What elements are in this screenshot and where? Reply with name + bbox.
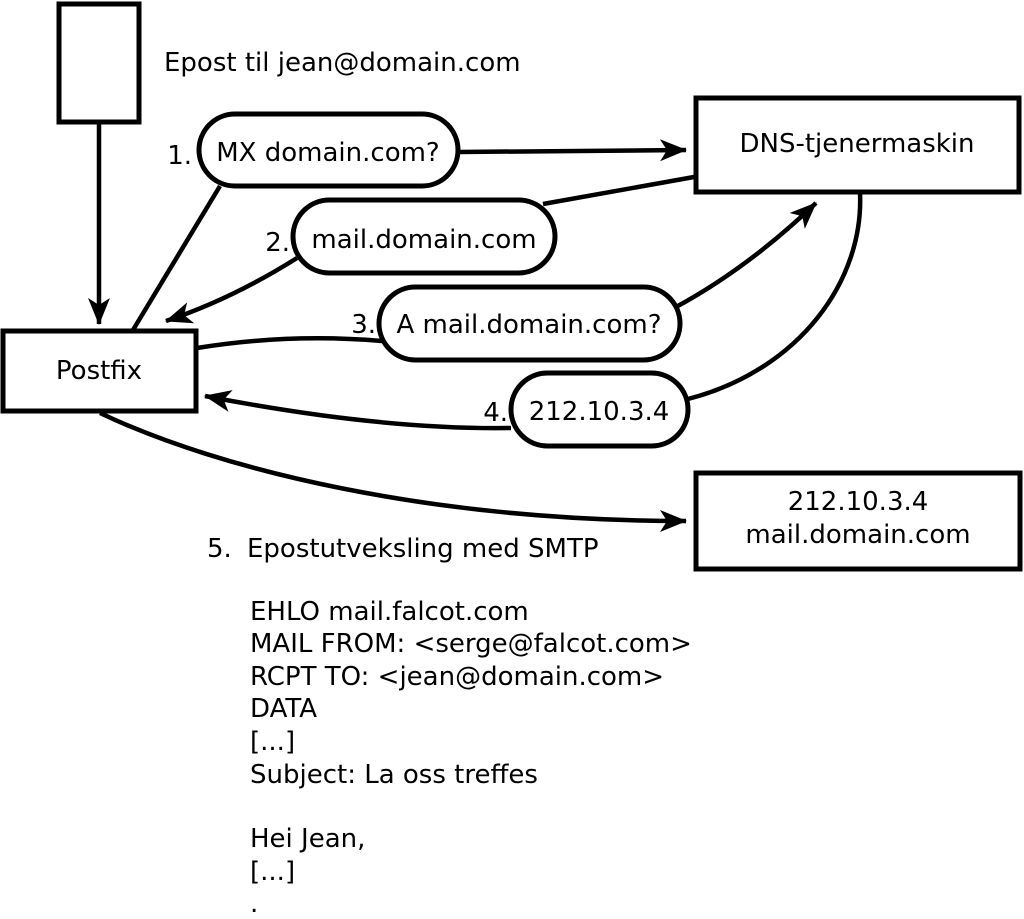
- step-number-3: 3.: [351, 310, 376, 340]
- smtp-line: [...]: [250, 727, 295, 757]
- smtp-session: EHLO mail.falcot.com MAIL FROM: <serge@f…: [250, 597, 692, 919]
- line-postfix-to-a-query: [196, 335, 383, 351]
- smtp-line: .: [250, 889, 258, 919]
- smtp-line: MAIL FROM: <serge@falcot.com>: [250, 629, 692, 659]
- step-label-3: A mail.domain.com?: [397, 310, 662, 340]
- dns-server-box: [693, 95, 1022, 195]
- arrow-a-query-to-dns: [674, 201, 818, 309]
- step-label-4: 212.10.3.4: [529, 397, 670, 427]
- smtp-line: RCPT TO: <jean@domain.com>: [250, 662, 664, 692]
- smtp-line: EHLO mail.falcot.com: [250, 597, 529, 627]
- labels: Epost til jean@domain.com Postfix DNS-tj…: [56, 48, 975, 564]
- step-number-1: 1.: [167, 141, 192, 171]
- step-number-2: 2.: [265, 228, 290, 258]
- step-label-2: mail.domain.com: [311, 225, 536, 255]
- arrow-mx-answer-to-postfix: [165, 256, 299, 324]
- line-postfix-to-mx-query: [131, 184, 222, 332]
- smtp-line: DATA: [250, 694, 317, 724]
- email-note-label: Epost til jean@domain.com: [164, 48, 521, 78]
- smtp-line: Subject: La oss treffes: [250, 760, 538, 790]
- step-number-5: 5.: [207, 534, 232, 564]
- step-label-1: MX domain.com?: [216, 138, 439, 168]
- line-dns-to-a-answer: [687, 192, 863, 402]
- smtp-line: [...]: [250, 857, 295, 887]
- query-pill-a: [376, 284, 683, 363]
- query-pill-mx: [196, 111, 461, 189]
- step-label-5: Epostutveksling med SMTP: [247, 534, 599, 564]
- connectors: [88, 122, 863, 532]
- smtp-line: Hei Jean,: [250, 824, 365, 854]
- step-number-4: 4.: [483, 398, 508, 428]
- arrow-mx-query-to-dns: [458, 139, 687, 162]
- arrow-postfix-to-mailserver: [99, 410, 687, 532]
- postfix-box: [0, 328, 199, 414]
- answer-pill-a: [508, 370, 691, 449]
- answer-pill-mx: [290, 197, 558, 276]
- arrow-a-answer-to-postfix: [204, 390, 512, 431]
- email-message-box: [56, 1, 142, 125]
- nodes: [0, 1, 1023, 572]
- mail-server-label-ip: 212.10.3.4: [788, 487, 929, 517]
- line-dns-to-mx-answer: [542, 174, 695, 207]
- mail-server-box: [693, 470, 1023, 572]
- dns-server-label: DNS-tjenermaskin: [739, 129, 974, 159]
- mail-server-label-host: mail.domain.com: [745, 520, 970, 550]
- postfix-label: Postfix: [56, 356, 142, 386]
